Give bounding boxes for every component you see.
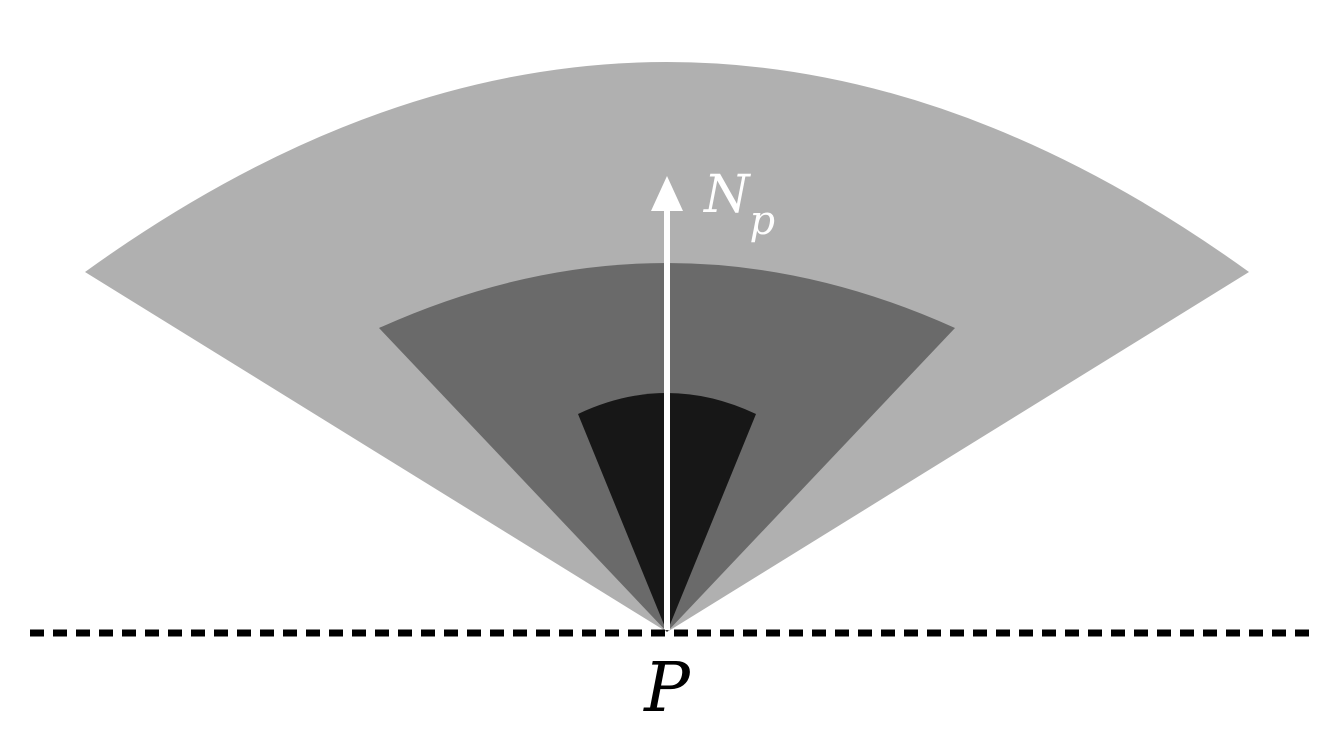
normal-arrow-head (651, 176, 683, 211)
normal-arrow (651, 176, 683, 630)
normal-label-main: N (702, 165, 751, 225)
normal-label-subscript: p (750, 198, 776, 244)
point-label: P (642, 649, 691, 728)
normal-label: Np (702, 165, 775, 244)
